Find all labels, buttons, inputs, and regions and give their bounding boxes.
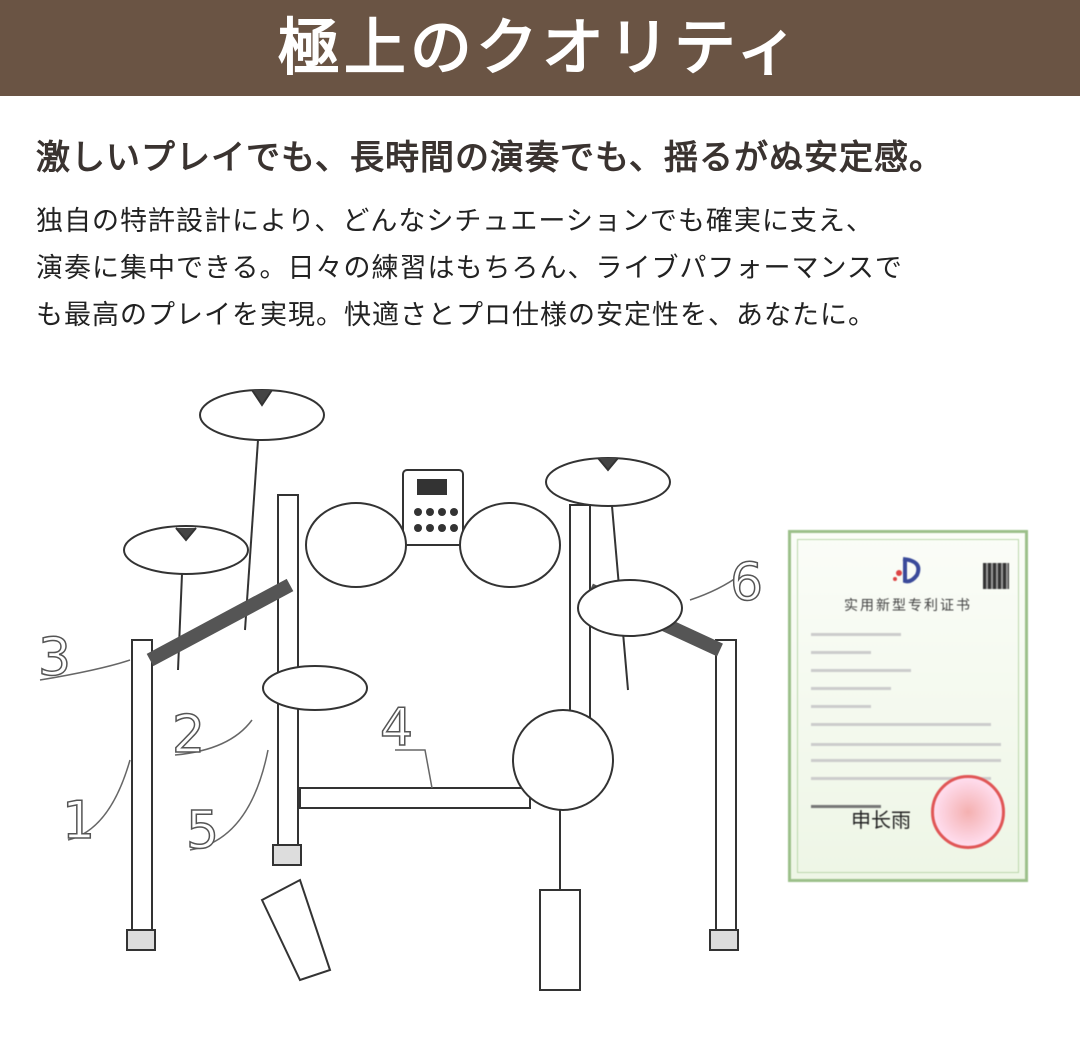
cymbal-right [545,457,671,691]
cymbal-left [123,525,249,671]
drum-module [402,469,464,546]
snare-pad [262,665,368,711]
tom-pad-2 [459,502,561,588]
callout-label: 5 [186,801,219,861]
description: 独自の特許設計により、どんなシチュエーションでも確実に支え、 演奏に集中できる。… [36,198,1056,339]
floor-tom-pad [577,579,683,637]
callout-label: 1 [62,791,95,851]
headline: 激しいプレイでも、長時間の演奏でも、揺るがぬ安定感。 [36,138,944,178]
title-banner: 極上のクオリティ [0,0,1080,96]
official-seal [931,775,1005,849]
callout-label: 2 [172,705,205,765]
rack-frame [126,494,739,951]
cymbal-left-top [199,389,325,631]
callout-label: 3 [38,628,71,688]
tom-pad-1 [305,502,407,588]
patent-logo [893,557,921,584]
hihat-pedal [260,878,332,982]
description-line: 演奏に集中できる。日々の練習はもちろん、ライブパフォーマンスで [36,253,903,284]
description-line: も最高のプレイを実現。快適さとプロ仕様の安定性を、あなたに。 [36,300,876,331]
signature: 申长雨 [851,808,911,832]
kick-pad [512,709,614,811]
callout-lines [39,574,741,851]
callout-label: 6 [730,553,763,613]
banner-title: 極上のクオリティ [277,11,803,84]
patent-certificate: 实用新型专利证书 申长雨 [788,530,1028,882]
description-line: 独自の特許設計により、どんなシチュエーションでも確実に支え、 [36,206,874,237]
certificate-title: 实用新型专利证书 [844,598,972,614]
qr-code [983,563,1009,589]
kick-pedal [539,810,581,991]
drum-kit-diagram: 1 2 3 4 5 6 [37,389,764,991]
callout-label: 4 [380,698,413,758]
